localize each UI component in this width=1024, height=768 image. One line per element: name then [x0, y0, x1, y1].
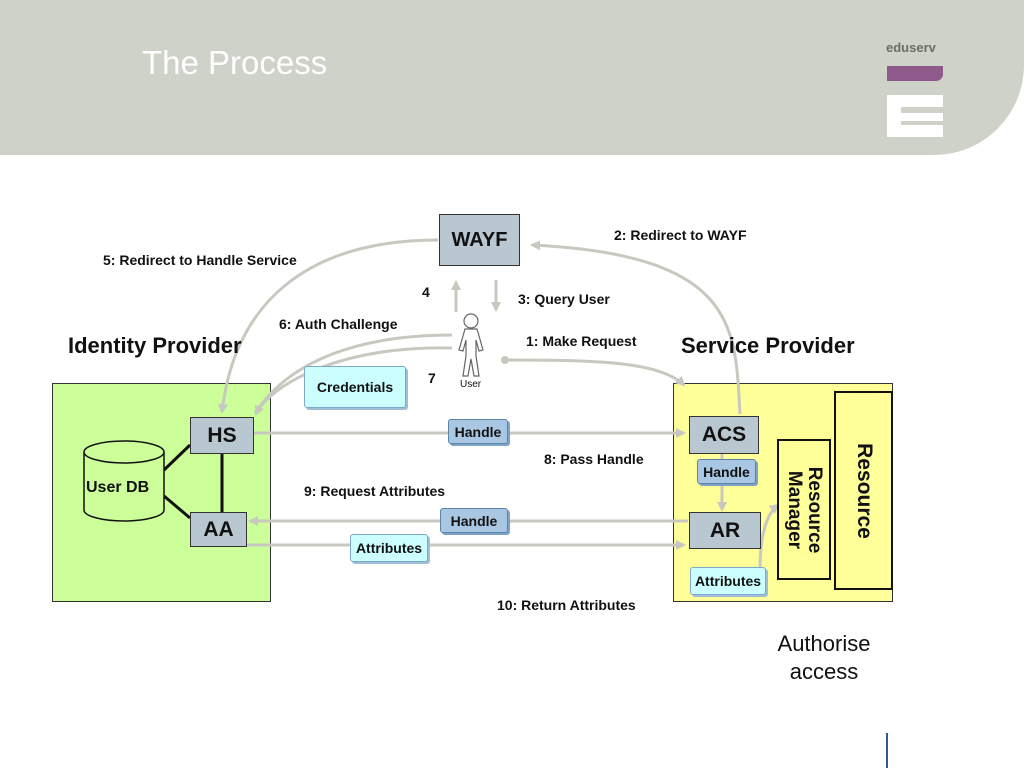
step-2-label: 2: Redirect to WAYF [614, 227, 747, 243]
step-6-label: 6: Auth Challenge [279, 316, 398, 332]
user-label: User [460, 379, 482, 390]
step-8-label: 8: Pass Handle [544, 451, 644, 467]
arrow-ar-rm [758, 503, 780, 571]
link-aa-userdb [163, 494, 191, 520]
hs-label: HS [207, 423, 237, 447]
authorise-access-label: Authorise access [777, 631, 871, 684]
ar-node: AR [689, 512, 761, 549]
ar-label: AR [709, 518, 741, 542]
acs-node: ACS [689, 416, 759, 454]
logo-text: eduserv [886, 40, 936, 55]
user-db-label: User DB [86, 479, 150, 496]
resource-manager-box: Resource Manager [777, 439, 831, 580]
acs-label: ACS [701, 423, 747, 446]
identity-provider-label: Identity Provider [68, 333, 242, 358]
arrow-redirect-hs [217, 238, 439, 414]
page-title: The Process [142, 44, 328, 81]
attributes-token-aa: Attributes [350, 534, 428, 562]
arrow-make-request [504, 358, 686, 387]
logo-bar [887, 66, 943, 81]
attributes-label: Attributes [694, 573, 762, 589]
wayf-label: WAYF [451, 228, 508, 251]
handle-label: Handle [703, 463, 750, 480]
resource-manager-label: Resource Manager [784, 466, 825, 553]
attributes-label: Attributes [355, 540, 423, 556]
user-db-icon [83, 440, 165, 522]
step-9-label: 9: Request Attributes [304, 483, 446, 499]
arrow-redirect-wayf [530, 240, 742, 415]
credentials-label: Credentials [316, 379, 394, 395]
aa-label: AA [203, 517, 234, 541]
step-1-label: 1: Make Request [526, 333, 637, 349]
credentials-token: Credentials [304, 366, 406, 408]
attributes-token-ar: Attributes [690, 567, 766, 595]
handle-token-aa: Handle [440, 508, 508, 533]
handle-token-hs: Handle [448, 419, 508, 444]
hs-node: HS [190, 417, 254, 454]
link-hs-userdb [162, 443, 192, 472]
header-band [0, 0, 1024, 155]
footer-divider [886, 733, 888, 768]
aa-node: AA [190, 512, 247, 547]
arrow-auth-challenge [253, 333, 453, 414]
step-3-label: 3: Query User [518, 291, 610, 307]
logo-e-icon [887, 95, 943, 137]
handle-token-acs: Handle [697, 459, 756, 484]
step-5-label: 5: Redirect to Handle Service [103, 252, 297, 268]
handle-label: Handle [450, 512, 498, 529]
resource-label: Resource [852, 442, 876, 539]
step-10-label: 10: Return Attributes [497, 597, 636, 613]
user-figure-icon [458, 313, 484, 377]
step-4-label: 4 [422, 284, 430, 300]
resource-box: Resource [834, 391, 893, 590]
service-provider-label: Service Provider [681, 333, 855, 358]
wayf-node: WAYF [439, 214, 520, 266]
step-7-label: 7 [428, 370, 436, 386]
handle-label: Handle [454, 423, 502, 440]
